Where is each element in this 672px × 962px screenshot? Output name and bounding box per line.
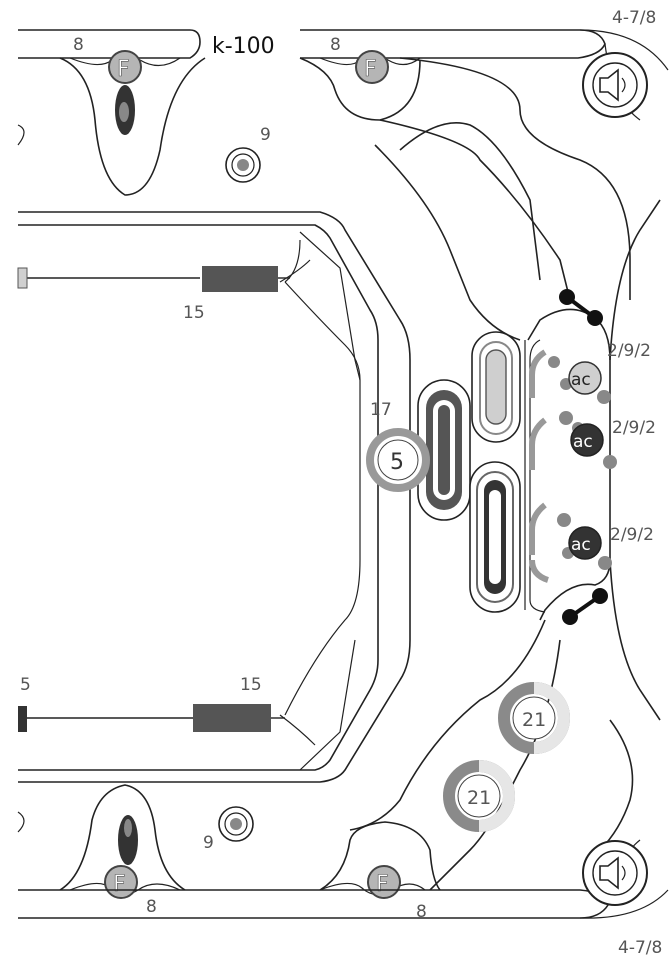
- end-cap-lower: [18, 706, 27, 732]
- dim-bottom-right: 4-7/8: [618, 938, 662, 958]
- title-label: k-100: [212, 34, 275, 59]
- top-left-wall: [59, 57, 206, 196]
- label-15-upper: 15: [183, 303, 205, 323]
- ac-label-3: ac: [571, 535, 591, 555]
- upper-curve-4: [374, 144, 521, 341]
- edge-knob-bottom: [17, 811, 25, 833]
- label-5-left-partial: 5: [20, 675, 31, 695]
- knob-9-bottom: 9: [203, 806, 254, 853]
- title-box: [199, 27, 301, 65]
- label-17: 17: [370, 400, 392, 420]
- speaker-icon-top: [599, 68, 619, 102]
- f-label-top-right: F: [364, 57, 377, 82]
- ac-dim-3: 2/9/2: [610, 525, 654, 545]
- label-8-top-right: 8: [330, 35, 341, 55]
- bar-15-lower: [193, 704, 271, 732]
- upper-curve-3: [399, 122, 541, 281]
- label-21-upper: 21: [522, 709, 546, 731]
- lower-arm: 15 5: [18, 675, 285, 732]
- dim-top-right: 4-7/8: [612, 8, 656, 28]
- label-9-top: 9: [260, 125, 271, 145]
- f-bracket-top-right: F 8: [319, 35, 421, 84]
- clip-brackets: [529, 349, 550, 583]
- ac-dim-1: 2/9/2: [607, 341, 651, 361]
- label-8-bottom-right: 8: [416, 902, 427, 922]
- end-cap-upper: [17, 267, 28, 289]
- knob-9-top: 9: [225, 125, 271, 183]
- ac-fitting-3: ac 2/9/2: [557, 513, 654, 570]
- tube-left: [417, 379, 471, 521]
- handle-bottom: [118, 815, 138, 865]
- tube-lower: [469, 461, 521, 613]
- bottom-left-wall: [59, 784, 186, 891]
- edge-knob-top: [17, 124, 25, 146]
- speaker-icon-bottom: [599, 856, 619, 890]
- f-label-bottom-left: F: [113, 872, 126, 897]
- label-15-lower: 15: [240, 675, 262, 695]
- donut-21-lower: 21: [443, 760, 515, 832]
- donut-21-upper: 21: [498, 682, 570, 754]
- f-bracket-bottom-left: F 8: [69, 865, 181, 917]
- f-bracket-top-left: F 8: [69, 35, 181, 84]
- tube-upper: [471, 331, 521, 443]
- upper-curve-2: [379, 119, 571, 301]
- label-5: 5: [390, 450, 404, 475]
- ac-fitting-2: ac 2/9/2: [559, 411, 656, 469]
- speaker-bottom: 4-7/8: [582, 840, 662, 958]
- connector-bottom: [562, 588, 608, 625]
- lower-curve-3: [599, 719, 634, 851]
- label-8-top-left: 8: [73, 35, 84, 55]
- ac-label-1: ac: [571, 370, 591, 390]
- handle-top: [115, 85, 135, 135]
- knob-5: 5 17: [366, 400, 430, 492]
- bottom-center-wall: [319, 821, 441, 891]
- top-center-wall: [299, 57, 421, 121]
- upper-arm: 15: [17, 266, 290, 323]
- main-frame: [18, 211, 411, 783]
- speaker-top: 4-7/8: [582, 8, 656, 118]
- upper-curve-1: [399, 57, 631, 300]
- f-label-bottom-right: F: [376, 872, 389, 897]
- connector-top: [559, 289, 603, 326]
- label-9-bottom: 9: [203, 833, 214, 853]
- ac-label-2: ac: [573, 432, 593, 452]
- f-label-top-left: F: [117, 57, 130, 82]
- right-rail: [524, 199, 661, 721]
- label-8-bottom-left: 8: [146, 897, 157, 917]
- f-bracket-bottom-right: F 8: [319, 865, 427, 922]
- bar-15-upper: [202, 266, 278, 292]
- lower-curve-1: [349, 619, 546, 831]
- ac-dim-2: 2/9/2: [612, 418, 656, 438]
- label-21-lower: 21: [467, 787, 491, 809]
- ac-fitting-1: ac 2/9/2: [548, 341, 651, 404]
